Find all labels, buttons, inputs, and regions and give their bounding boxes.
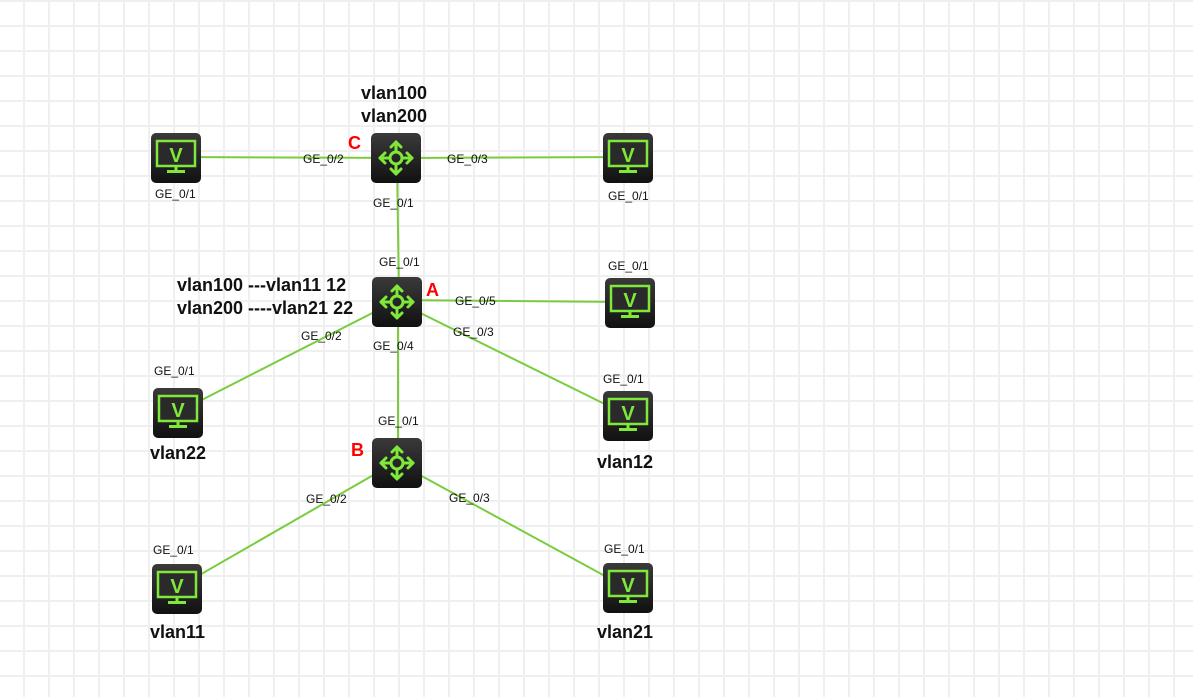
switch-c-note-1: vlan100 [361,83,428,103]
svg-text:V: V [170,576,184,598]
switch-c[interactable] [371,133,421,183]
host-pc-c-right[interactable]: V [603,133,653,183]
port-label: GE_0/4 [373,339,414,353]
vpc-monitor-icon: V [157,394,199,428]
vpc-monitor-icon: V [155,139,197,173]
host-pc-c-left[interactable]: V [151,133,201,183]
port-label: GE_0/1 [379,255,420,269]
switch-a-tag: A [426,280,439,300]
switch-a-note-2: vlan200 ----vlan21 22 [177,298,354,318]
svg-text:V: V [621,403,635,425]
port-label: GE_0/1 [608,259,649,273]
port-label: GE_0/1 [373,196,414,210]
port-label: GE_0/2 [306,492,347,506]
link-b-vlan21[interactable] [395,461,628,589]
port-label: GE_0/2 [303,152,344,166]
host-name: vlan21 [597,622,654,642]
port-label: GE_0/3 [447,152,488,166]
port-label: GE_0/2 [301,329,342,343]
switch-b[interactable] [372,438,422,488]
host-name: vlan11 [150,622,206,642]
port-label: GE_0/3 [453,325,494,339]
switch-c-note-2: vlan200 [361,106,428,126]
host-vlan12[interactable]: V [603,391,653,441]
port-label: GE_0/1 [155,187,196,201]
switch-c-tag: C [348,133,361,153]
port-label: GE_0/5 [455,294,496,308]
vpc-monitor-icon: V [607,569,649,603]
svg-text:V: V [171,400,185,422]
host-pc-a-right[interactable]: V [605,278,655,328]
svg-text:V: V [623,290,637,312]
svg-text:V: V [169,145,183,167]
port-label: GE_0/1 [603,372,644,386]
vpc-monitor-icon: V [607,397,649,431]
svg-text:V: V [621,145,635,167]
vpc-monitor-icon: V [156,570,198,604]
switch-b-tag: B [351,440,364,460]
port-label: GE_0/1 [154,364,195,378]
link-a-pc-right[interactable] [395,299,631,303]
host-vlan22[interactable]: V [153,388,203,438]
router-switch-icon [378,140,414,176]
port-label: GE_0/3 [449,491,490,505]
host-vlan11[interactable]: V [152,564,202,614]
host-vlan21[interactable]: V [603,563,653,613]
host-name: vlan22 [150,443,207,463]
link-a-vlan22[interactable] [177,300,397,413]
switch-a[interactable] [372,277,422,327]
port-label: GE_0/1 [378,414,419,428]
vpc-monitor-icon: V [607,139,649,173]
router-switch-icon [379,284,415,320]
link-c-pc-left[interactable] [175,156,397,159]
link-c-pc-right[interactable] [395,156,629,159]
link-b-vlan11[interactable] [176,461,397,589]
link-a-vlan12[interactable] [395,300,628,416]
router-switch-icon [379,445,415,481]
switch-a-note-1: vlan100 ---vlan11 12 [177,275,347,295]
port-label: GE_0/1 [153,543,194,557]
svg-text:V: V [621,575,635,597]
port-label: GE_0/1 [604,542,645,556]
vpc-monitor-icon: V [609,284,651,318]
host-name: vlan12 [597,452,654,472]
port-label: GE_0/1 [608,189,649,203]
